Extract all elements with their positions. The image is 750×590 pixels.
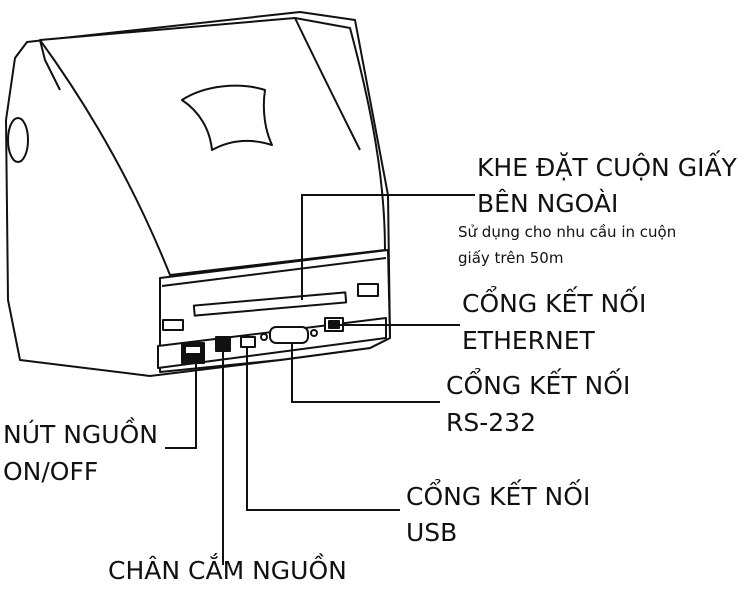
callout-line-rs232 xyxy=(291,343,440,403)
rs232-screw-left xyxy=(260,333,268,341)
paper-slot-label-line2: BÊN NGOÀI xyxy=(477,189,619,218)
callout-line-power-switch xyxy=(165,363,197,449)
usb-label-line2: USB xyxy=(406,518,458,547)
paper-slot xyxy=(192,291,348,317)
callout-line-usb xyxy=(246,347,400,511)
ethernet-label-line1: CỔNG KẾT NỐI xyxy=(462,289,647,318)
usb-label-line1: CỔNG KẾT NỐI xyxy=(406,482,591,511)
power-switch-rocker xyxy=(186,347,200,353)
printer-hinge-left xyxy=(39,39,61,91)
vent-right xyxy=(357,283,379,297)
rs232-label-line1: CỔNG KẾT NỐI xyxy=(446,371,631,400)
rs232-port xyxy=(269,326,309,344)
rear-panel-seam xyxy=(161,257,387,287)
vent-left xyxy=(162,319,184,331)
usb-port xyxy=(240,336,256,348)
printer-lid-ridge xyxy=(294,17,361,151)
paper-slot-note-line1: Sử dụng cho nhu cầu in cuộn xyxy=(458,223,677,241)
power-switch-label-line1: NÚT NGUỒN xyxy=(3,420,158,449)
rs232-label-line2: RS-232 xyxy=(446,408,536,437)
rs232-screw-right xyxy=(310,329,318,337)
callout-lines xyxy=(165,194,475,565)
ethernet-label-line2: ETHERNET xyxy=(462,326,595,355)
paper-slot-label-line1: KHE ĐẶT CUỘN GIẤY xyxy=(477,153,737,182)
callout-line-paper-slot xyxy=(301,194,475,300)
side-knob xyxy=(7,117,29,163)
power-socket xyxy=(215,336,231,352)
paper-slot-note-line2: giấy trên 50m xyxy=(458,249,564,267)
lid-handle-recess xyxy=(181,84,273,151)
printer-illustration xyxy=(5,11,391,377)
power-switch-label-line2: ON/OFF xyxy=(3,457,99,486)
power-socket-label: CHÂN CẮM NGUỒN xyxy=(108,556,347,585)
